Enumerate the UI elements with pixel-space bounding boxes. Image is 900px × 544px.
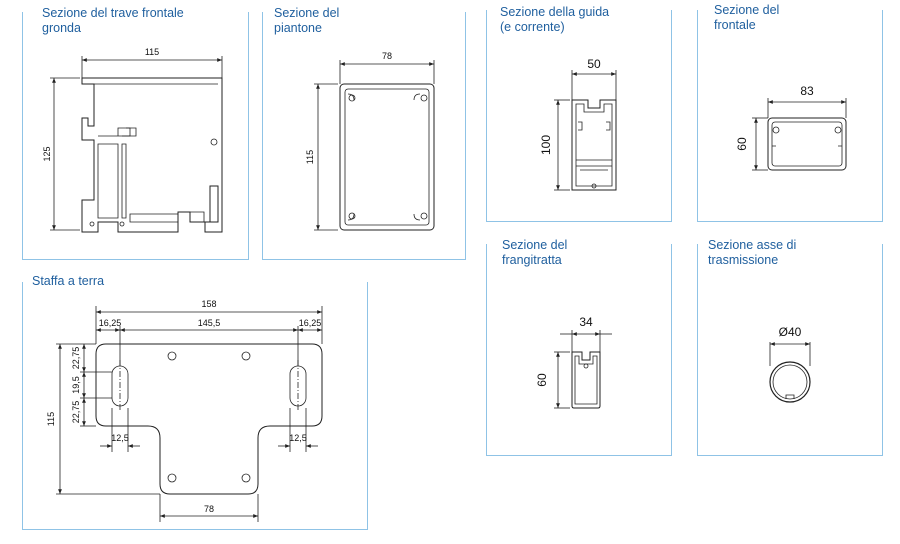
staffa-dim-v-mid: 19,5 [71,376,81,394]
piantone-dim-width: 78 [382,51,392,61]
staffa-dim-slot-left: 12,5 [111,433,129,443]
staffa-title: Staffa a terra [28,274,109,289]
trave-dim-height: 125 [42,146,52,161]
frontale-title-line2: frontale [714,18,756,32]
trave-profile [50,56,223,233]
piantone-title-line1: Sezione del [274,6,340,20]
staffa-plate [56,306,323,522]
staffa-title-text: Staffa a terra [32,274,105,288]
asse-title-line2: trasmissione [708,253,779,267]
asse-title: Sezione asse di trasmissione [704,238,801,268]
panel-asse-frame [697,244,883,456]
guida-title-line2: (e corrente) [500,20,565,34]
frontale-dim-width: 83 [800,84,814,98]
staffa-dim-v-bot: 22,75 [71,401,81,424]
staffa-dim-right: 16,25 [299,318,322,328]
frontale-dim-height: 60 [735,137,749,151]
staffa-dim-height: 115 [46,412,56,426]
frangitratta-profile [554,330,612,409]
trave-title-line2: gronda [42,21,81,35]
guida-dim-height: 100 [539,135,553,155]
piantone-title: Sezione del piantone [270,6,344,36]
frangitratta-title: Sezione del frangitratta [498,238,572,268]
asse-profile [769,342,811,403]
panel-guida-frame [486,10,672,222]
guida-title: Sezione della guida (e corrente) [496,5,614,35]
piantone-profile [314,60,435,231]
guida-dim-width: 50 [587,57,601,71]
staffa-dim-bottom: 78 [204,504,214,514]
frontale-title: Sezione del frontale [710,3,784,33]
staffa-dim-v-top: 22,75 [71,347,81,370]
staffa-dim-mid: 145,5 [198,318,221,328]
panel-frontale-frame [697,10,883,222]
frontale-profile [752,98,847,171]
asse-title-line1: Sezione asse di [708,238,797,252]
staffa-dim-slot-right: 12,5 [289,433,307,443]
panel-frangitratta-frame [486,244,672,456]
trave-dim-width: 115 [145,47,159,57]
guida-profile [554,70,617,191]
frangitratta-dim-height: 60 [535,373,549,387]
frangitratta-dim-width: 34 [579,315,593,329]
piantone-dim-height: 115 [305,150,315,164]
frangitratta-title-line2: frangitratta [502,253,562,267]
piantone-title-line2: piantone [274,21,322,35]
panel-trave-frame [22,12,249,260]
panel-piantone-frame [262,12,466,260]
staffa-dim-left: 16,25 [99,318,122,328]
trave-title-line1: Sezione del trave frontale [42,6,184,20]
frontale-title-line1: Sezione del [714,3,780,17]
asse-dim-diameter: Ø40 [779,325,802,339]
frangitratta-title-line1: Sezione del [502,238,568,252]
staffa-dim-total: 158 [201,299,216,309]
guida-title-line1: Sezione della guida [500,5,610,19]
trave-title: Sezione del trave frontale gronda [38,6,188,36]
panel-staffa-frame [22,282,368,530]
